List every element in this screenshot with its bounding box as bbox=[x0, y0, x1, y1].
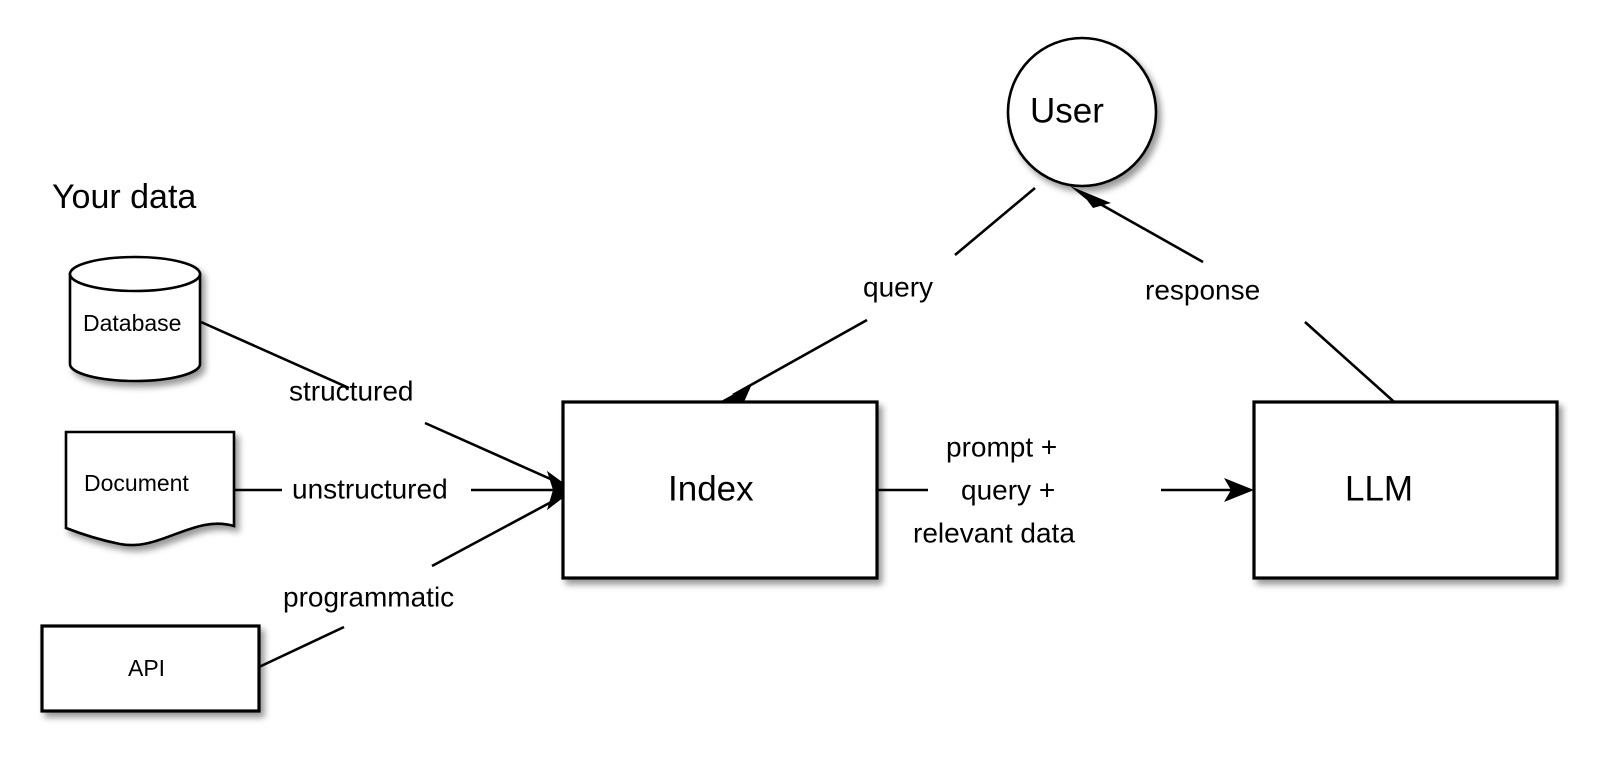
node-document[interactable] bbox=[64, 430, 236, 547]
edge-response: response bbox=[1070, 186, 1403, 410]
node-llm[interactable] bbox=[1252, 400, 1559, 580]
edge-unstructured: unstructured bbox=[234, 473, 557, 504]
node-database[interactable] bbox=[68, 255, 202, 383]
api-body bbox=[40, 624, 261, 713]
user-label: User bbox=[1030, 91, 1104, 130]
edge-response-line-a bbox=[1304, 321, 1403, 410]
edge-unstructured-label: unstructured bbox=[292, 473, 448, 504]
edge-response-label: response bbox=[1145, 274, 1260, 305]
node-index[interactable] bbox=[561, 400, 879, 580]
user-body bbox=[1006, 36, 1158, 188]
edge-query-label: query bbox=[863, 271, 933, 302]
database-body bbox=[68, 272, 202, 383]
edge-programmatic-line-a bbox=[258, 625, 345, 669]
database-top-ellipse bbox=[68, 255, 202, 293]
edge-index-to-llm: prompt + query + relevant data bbox=[877, 431, 1254, 548]
document-body bbox=[64, 430, 236, 547]
node-user[interactable] bbox=[1006, 36, 1158, 188]
edge-programmatic-label: programmatic bbox=[283, 581, 454, 612]
edge-query-line-b bbox=[732, 318, 868, 397]
llm-label: LLM bbox=[1345, 469, 1413, 508]
llm-body bbox=[1252, 400, 1559, 580]
edge-index-to-llm-label-line2: query + bbox=[961, 474, 1055, 505]
index-label: Index bbox=[668, 469, 754, 508]
edge-response-line-b bbox=[1085, 194, 1204, 264]
edge-query: query bbox=[712, 187, 1036, 406]
edge-index-to-llm-arrowhead bbox=[1224, 478, 1254, 502]
database-label: Database bbox=[83, 310, 181, 336]
edge-programmatic: programmatic bbox=[258, 498, 556, 669]
node-api[interactable] bbox=[40, 624, 261, 713]
your-data-heading: Your data bbox=[52, 178, 196, 216]
document-label: Document bbox=[84, 470, 189, 496]
index-body bbox=[561, 400, 879, 580]
edge-query-line-a bbox=[954, 187, 1036, 256]
edge-index-to-llm-label-line1: prompt + bbox=[946, 431, 1057, 462]
api-label: API bbox=[128, 655, 165, 681]
edge-structured-label: structured bbox=[289, 375, 414, 406]
edge-response-arrowhead bbox=[1070, 186, 1111, 208]
edge-structured-line-b bbox=[424, 421, 556, 483]
edge-index-to-llm-label-line3: relevant data bbox=[913, 517, 1075, 548]
edge-structured-line-a bbox=[200, 320, 350, 390]
edge-structured: structured bbox=[200, 320, 556, 483]
edge-programmatic-line-b bbox=[431, 498, 556, 568]
